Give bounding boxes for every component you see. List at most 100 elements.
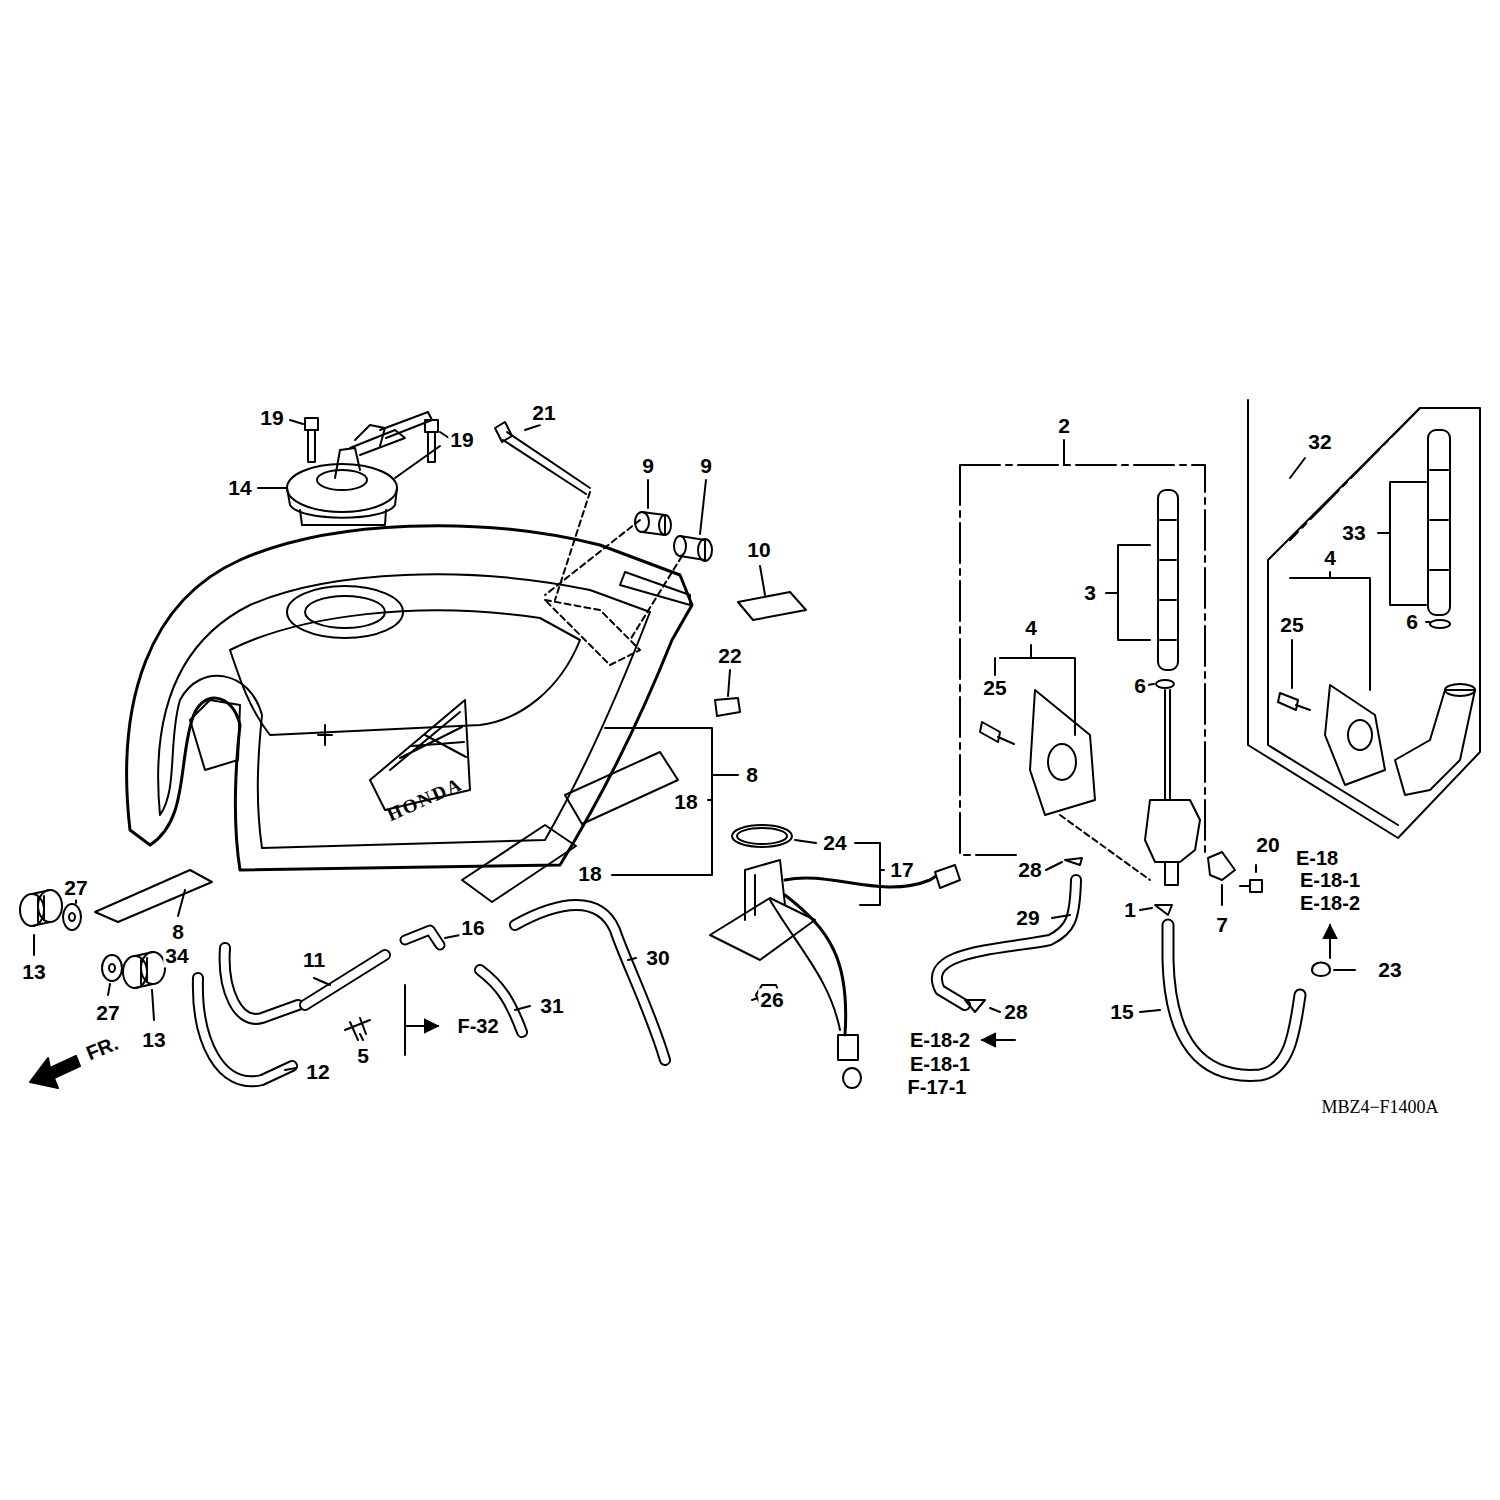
callout-number: 24 <box>821 831 848 854</box>
callout-number: 27 <box>94 1001 121 1024</box>
fuel-valve <box>1165 690 1170 800</box>
option-valve <box>1430 470 1448 570</box>
callout-number: 18 <box>672 790 699 813</box>
callout-number: 23 <box>1376 958 1403 981</box>
fuel-valve <box>1312 963 1355 977</box>
tank-pad <box>738 592 806 620</box>
tube-hose <box>225 948 298 1019</box>
callout-number: 34 <box>163 944 190 967</box>
fuel-cap <box>258 412 452 525</box>
option-valve <box>1248 400 1480 838</box>
rubber-mount <box>141 952 165 984</box>
fuel-cap <box>305 418 318 462</box>
tube-hose <box>405 930 440 945</box>
tank-bolt <box>495 422 512 442</box>
callout-number: 33 <box>1340 521 1367 544</box>
grommet <box>674 536 686 556</box>
fuel-unit <box>737 828 787 844</box>
tube-hose <box>285 985 405 1070</box>
fuel-tank <box>287 586 403 638</box>
tube-hose <box>314 935 636 1040</box>
section-reference: E-18-1 <box>908 1053 972 1075</box>
callout-number: 9 <box>640 454 656 477</box>
fuel-valve <box>960 465 1205 855</box>
callout-number: 8 <box>170 920 186 943</box>
tank-pad <box>565 752 678 824</box>
option-valve <box>1290 458 1305 478</box>
fuel-valve <box>1065 858 1082 865</box>
diagram-code: MBZ4−F1400A <box>1319 1098 1440 1118</box>
tank-bolt <box>525 425 540 430</box>
tank-pad <box>462 825 576 902</box>
fuel-tank <box>158 574 650 848</box>
callout-number: 19 <box>448 428 475 451</box>
fuel-valve <box>1048 744 1076 780</box>
option-valve <box>1290 408 1420 540</box>
fuel-valve <box>982 1039 1010 1041</box>
fuel-valve <box>965 1000 985 1012</box>
option-valve <box>1325 685 1385 785</box>
callout-number: 13 <box>20 960 47 983</box>
grommet <box>659 515 671 535</box>
fuel-cap <box>287 488 397 518</box>
callout-number: 6 <box>1132 674 1148 697</box>
tube-hose <box>405 1025 438 1027</box>
fuel-tank <box>127 526 692 870</box>
callout-number: 30 <box>644 946 671 969</box>
tank-pad <box>728 670 730 696</box>
rubber-mount <box>141 958 147 984</box>
fuel-unit <box>935 865 960 888</box>
tank-pad <box>605 728 738 875</box>
fuel-valve <box>1222 865 1256 905</box>
section-reference: E-18 <box>1294 847 1340 869</box>
callout-number: 29 <box>1014 906 1041 929</box>
tube-hose <box>405 930 440 945</box>
fuel-cap <box>355 412 432 446</box>
rubber-mount <box>38 890 62 922</box>
section-reference: F-17-1 <box>906 1076 969 1098</box>
fuel-valve <box>937 880 1076 1005</box>
callout-number: 20 <box>1254 833 1281 856</box>
fuel-valve <box>990 862 1070 1012</box>
callout-number: 6 <box>1404 610 1420 633</box>
fuel-cap <box>287 464 397 512</box>
fuel-valve <box>1106 545 1154 686</box>
fuel-valve <box>1168 925 1300 1075</box>
fuel-tank <box>230 610 580 735</box>
grommet <box>545 520 640 595</box>
tank-pad <box>178 890 185 916</box>
tube-hose <box>198 905 665 1081</box>
tank-pad <box>715 698 740 716</box>
fuel-valve <box>1156 680 1174 688</box>
callout-number: 31 <box>538 994 565 1017</box>
fuel-valve <box>1160 520 1176 640</box>
fuel-valve <box>1140 1010 1160 1012</box>
section-reference: E-18-1 <box>1298 869 1362 891</box>
option-valve <box>1395 690 1475 795</box>
fuel-cap <box>317 470 367 490</box>
callout-number: 19 <box>258 406 285 429</box>
option-valve <box>1428 430 1450 615</box>
section-reference: E-18-2 <box>908 1029 972 1051</box>
grommet <box>545 480 712 640</box>
callout-number: 25 <box>981 676 1008 699</box>
fuel-valve <box>1060 815 1150 880</box>
rubber-mount <box>38 896 44 922</box>
fuel-unit <box>732 825 792 847</box>
callout-number: 12 <box>304 1060 331 1083</box>
tube-hose <box>345 1018 370 1040</box>
callout-number: 7 <box>1214 913 1230 936</box>
fuel-tank <box>305 596 385 628</box>
fuel-cap <box>258 487 286 489</box>
rubber-mount <box>20 894 44 926</box>
fuel-valve <box>1158 490 1178 670</box>
fuel-cap <box>300 510 386 525</box>
fuel-valve <box>1145 800 1200 862</box>
tube-hose <box>198 978 292 1081</box>
callout-number: 10 <box>745 538 772 561</box>
tank-bolt <box>503 432 590 494</box>
callout-number: 4 <box>1023 616 1039 639</box>
callout-number: 28 <box>1016 858 1043 881</box>
front-arrow <box>30 1056 80 1088</box>
